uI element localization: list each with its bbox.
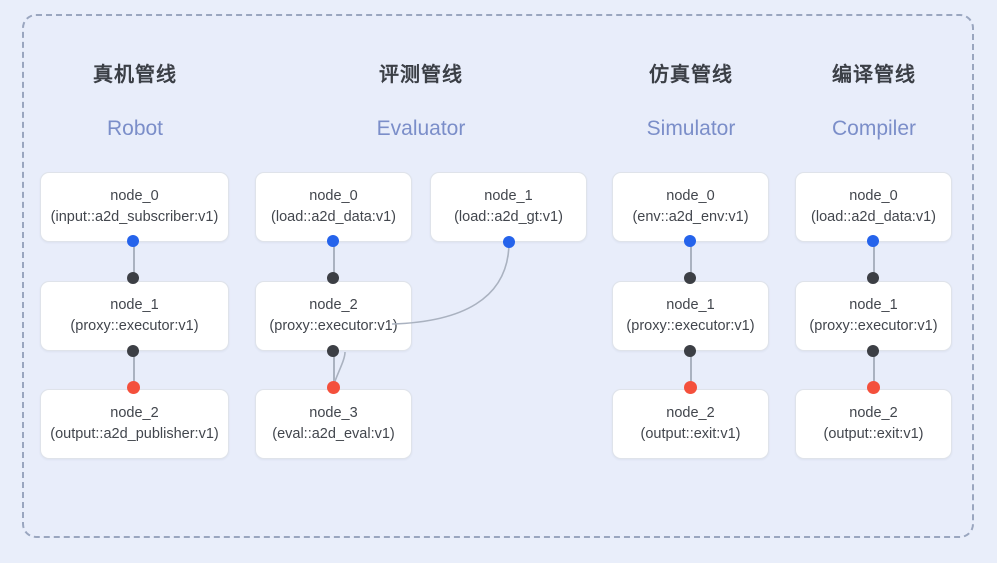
node-id: node_0 xyxy=(849,187,898,204)
node-id: node_1 xyxy=(666,296,715,313)
node-id: node_2 xyxy=(110,404,159,421)
node-id: node_1 xyxy=(484,187,533,204)
node-robot-2[interactable]: node_2 (output::a2d_publisher:v1) xyxy=(40,389,229,459)
node-spec: (load::a2d_gt:v1) xyxy=(454,209,563,225)
link-simulator-0-1 xyxy=(690,240,692,280)
node-evaluator-1[interactable]: node_1 (load::a2d_gt:v1) xyxy=(430,172,587,242)
node-evaluator-2[interactable]: node_2 (proxy::executor:v1) xyxy=(255,281,412,351)
node-spec: (output::exit:v1) xyxy=(640,426,741,442)
node-id: node_3 xyxy=(309,404,358,421)
node-robot-0[interactable]: node_0 (input::a2d_subscriber:v1) xyxy=(40,172,229,242)
node-evaluator-0[interactable]: node_0 (load::a2d_data:v1) xyxy=(255,172,412,242)
pipeline-panel xyxy=(22,14,974,538)
port-input-evaluator-2[interactable] xyxy=(327,272,339,284)
node-spec: (proxy::executor:v1) xyxy=(70,318,199,334)
node-id: node_0 xyxy=(110,187,159,204)
port-input-evaluator-3[interactable] xyxy=(327,381,340,394)
node-simulator-0[interactable]: node_0 (env::a2d_env:v1) xyxy=(612,172,769,242)
node-spec: (output::exit:v1) xyxy=(823,426,924,442)
node-spec: (proxy::executor:v1) xyxy=(626,318,755,334)
port-output-evaluator-0[interactable] xyxy=(327,235,339,247)
node-compiler-1[interactable]: node_1 (proxy::executor:v1) xyxy=(795,281,952,351)
port-output-robot-0[interactable] xyxy=(127,235,139,247)
link-compiler-1-2 xyxy=(873,348,875,388)
port-input-robot-1[interactable] xyxy=(127,272,139,284)
node-simulator-2[interactable]: node_2 (output::exit:v1) xyxy=(612,389,769,459)
node-id: node_2 xyxy=(666,404,715,421)
node-simulator-1[interactable]: node_1 (proxy::executor:v1) xyxy=(612,281,769,351)
node-id: node_1 xyxy=(110,296,159,313)
node-evaluator-3[interactable]: node_3 (eval::a2d_eval:v1) xyxy=(255,389,412,459)
link-robot-1-2 xyxy=(133,348,135,388)
port-input-simulator-1[interactable] xyxy=(684,272,696,284)
node-spec: (input::a2d_subscriber:v1) xyxy=(50,209,219,225)
port-input-compiler-1[interactable] xyxy=(867,272,879,284)
link-evaluator-0-2 xyxy=(333,240,335,280)
node-spec: (proxy::executor:v1) xyxy=(809,318,938,334)
node-id: node_2 xyxy=(309,296,358,313)
port-output-robot-1[interactable] xyxy=(127,345,139,357)
node-spec: (env::a2d_env:v1) xyxy=(632,209,749,225)
port-output-compiler-1[interactable] xyxy=(867,345,879,357)
link-simulator-1-2 xyxy=(690,348,692,388)
link-compiler-0-1 xyxy=(873,240,875,280)
node-spec: (eval::a2d_eval:v1) xyxy=(272,426,395,442)
port-output-simulator-1[interactable] xyxy=(684,345,696,357)
node-spec: (load::a2d_data:v1) xyxy=(271,209,396,225)
port-output-evaluator-1[interactable] xyxy=(503,236,515,248)
node-spec: (load::a2d_data:v1) xyxy=(811,209,936,225)
port-input-robot-2[interactable] xyxy=(127,381,140,394)
port-output-evaluator-2[interactable] xyxy=(327,345,339,357)
node-robot-1[interactable]: node_1 (proxy::executor:v1) xyxy=(40,281,229,351)
port-input-simulator-2[interactable] xyxy=(684,381,697,394)
port-output-compiler-0[interactable] xyxy=(867,235,879,247)
port-output-simulator-0[interactable] xyxy=(684,235,696,247)
node-spec: (proxy::executor:v1) xyxy=(269,318,398,334)
node-id: node_0 xyxy=(666,187,715,204)
node-compiler-0[interactable]: node_0 (load::a2d_data:v1) xyxy=(795,172,952,242)
node-id: node_2 xyxy=(849,404,898,421)
node-spec: (output::a2d_publisher:v1) xyxy=(50,426,219,442)
link-robot-0-1 xyxy=(133,240,135,280)
port-input-compiler-2[interactable] xyxy=(867,381,880,394)
node-id: node_0 xyxy=(309,187,358,204)
node-compiler-2[interactable]: node_2 (output::exit:v1) xyxy=(795,389,952,459)
node-id: node_1 xyxy=(849,296,898,313)
